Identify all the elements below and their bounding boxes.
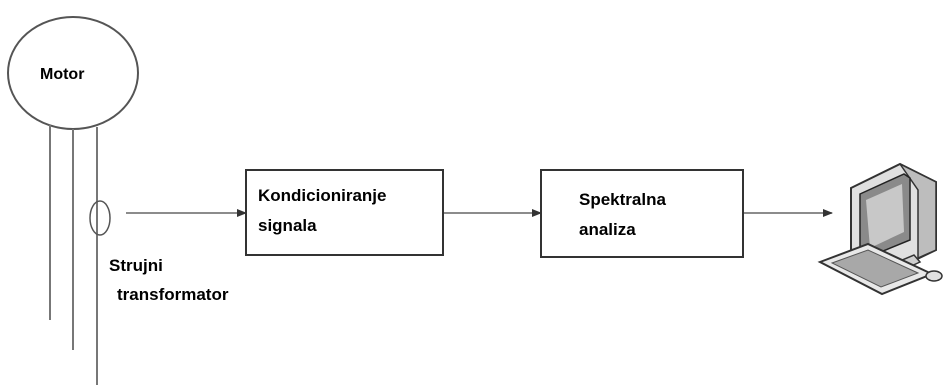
spectral-analysis-block: Spektralna analiza: [540, 169, 744, 258]
current-transformer: Strujni transformator: [89, 200, 229, 304]
signal-conditioning-label-line2: signala: [258, 216, 317, 235]
current-transformer-loop: [89, 200, 111, 236]
spectral-analysis-box: [540, 169, 744, 258]
motor-label: Motor: [40, 66, 84, 83]
desktop-computer-icon: [817, 162, 943, 296]
signal-conditioning-label-line1: Kondicioniranje: [258, 186, 386, 205]
spectral-analysis-label-line1: Spektralna: [579, 190, 666, 209]
spectral-analysis-label-line2: analiza: [579, 220, 636, 239]
current-transformer-label-line2: transformator: [117, 285, 229, 304]
signal-conditioning-block: Kondicioniranje signala: [245, 169, 444, 256]
signal-conditioning-box: [245, 169, 444, 256]
current-transformer-label-line1: Strujni: [109, 256, 163, 275]
motor: Motor: [7, 16, 139, 130]
motor-supply-lines: [49, 125, 98, 385]
